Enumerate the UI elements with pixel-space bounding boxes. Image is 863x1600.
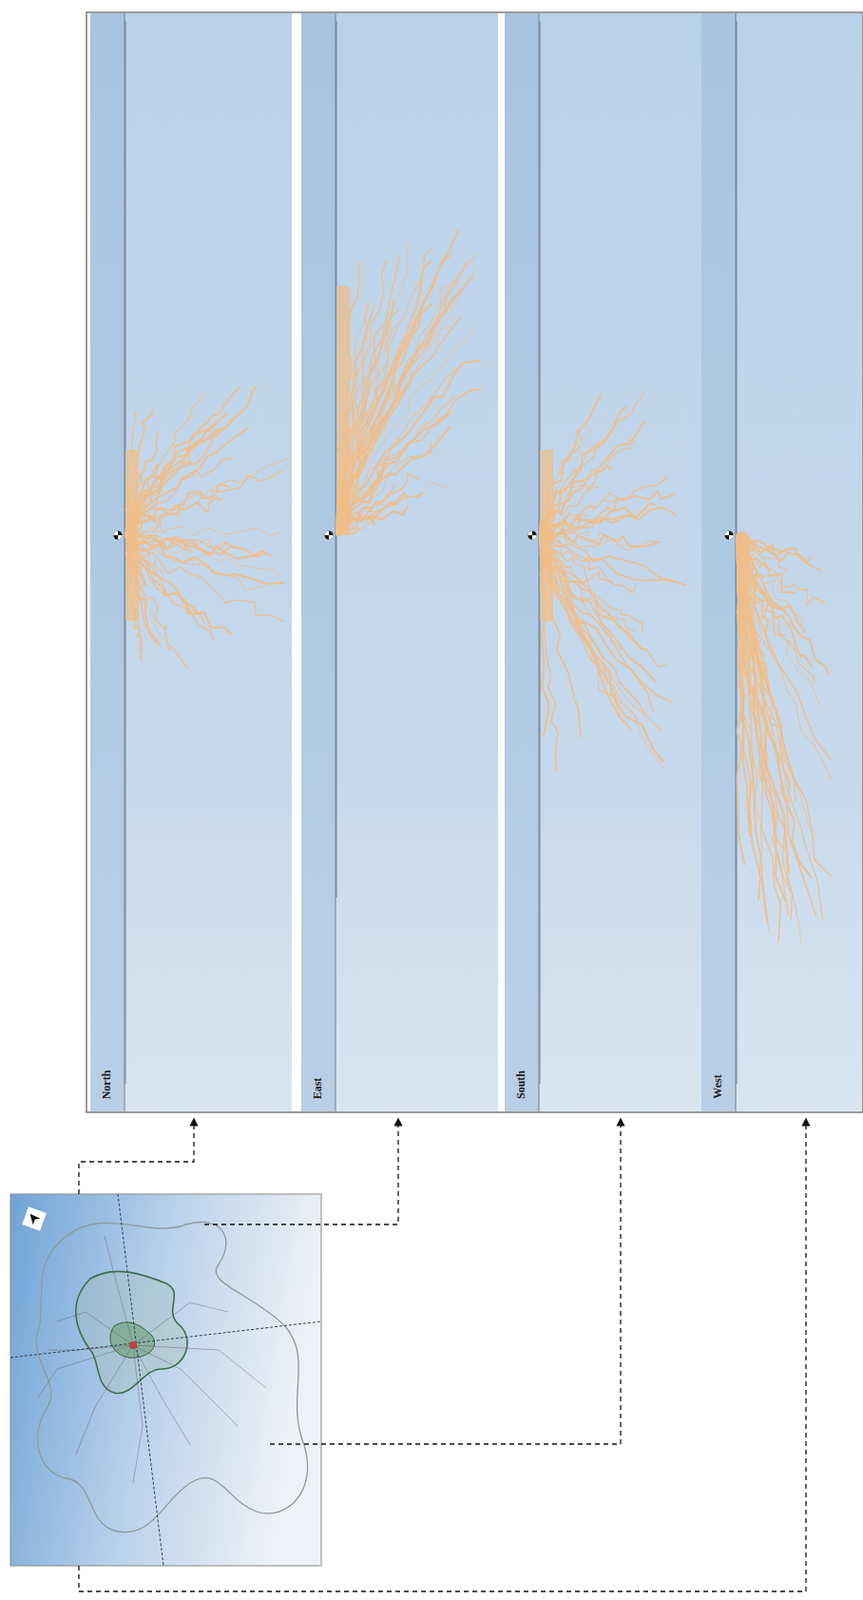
leader-arrows <box>78 1121 806 1592</box>
origin-markers <box>114 531 734 540</box>
direction-label: South <box>515 1070 527 1099</box>
track-traces <box>125 20 832 1084</box>
direction-band: West <box>701 12 863 1113</box>
direction-label: East <box>311 1076 324 1099</box>
panel-frame <box>86 12 863 1113</box>
map-inset <box>10 1193 322 1566</box>
direction-band: South <box>504 12 702 1113</box>
direction-band: North <box>90 12 292 1113</box>
direction-band: East <box>301 12 499 1113</box>
direction-label: West <box>711 1074 724 1099</box>
direction-label: North <box>100 1069 113 1099</box>
band-backgrounds <box>90 13 863 1112</box>
